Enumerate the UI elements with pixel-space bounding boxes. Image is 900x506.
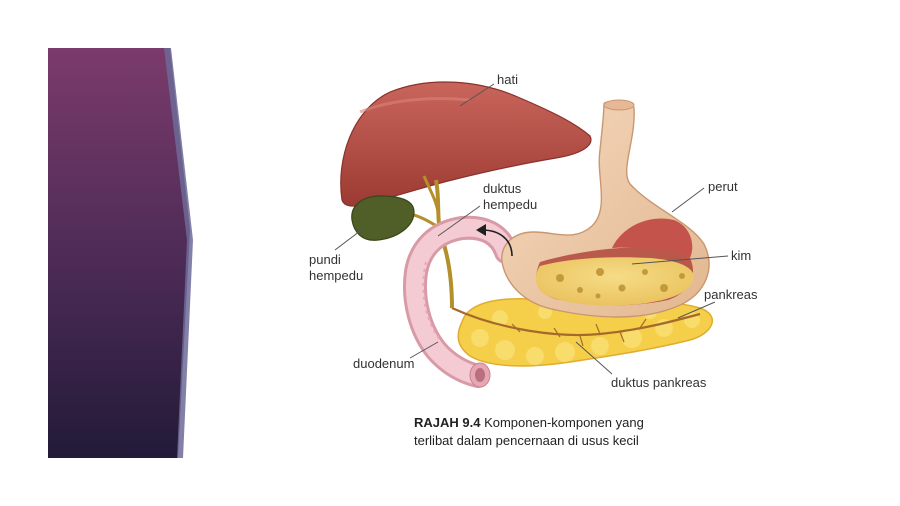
label-duktus-hempedu: duktus hempedu xyxy=(483,181,537,213)
figure-caption: RAJAH 9.4 Komponen-komponen yang terliba… xyxy=(414,414,714,450)
label-kim: kim xyxy=(731,248,752,263)
caption-line1: RAJAH 9.4 Komponen-komponen yang xyxy=(414,414,714,432)
label-duktus-hempedu-line2: hempedu xyxy=(483,197,538,212)
duodenum xyxy=(403,215,518,388)
label-perut: perut xyxy=(708,179,738,194)
label-pundi-hempedu-line2: hempedu xyxy=(309,268,364,283)
label-pankreas: pankreas xyxy=(704,287,758,302)
caption-text-line2: terlibat dalam pencernaan di usus kecil xyxy=(414,433,639,448)
caption-number: RAJAH 9.4 xyxy=(414,415,481,430)
label-hati: hati xyxy=(497,72,518,87)
leader-lines xyxy=(334,83,729,375)
label-duktus-hempedu-line1: duktus xyxy=(483,181,522,196)
label-pundi-hempedu: pundi hempedu xyxy=(309,252,363,284)
arrow-head-icon xyxy=(476,224,486,236)
pancreas xyxy=(457,298,713,367)
caption-text-line1: Komponen-komponen yang xyxy=(480,415,644,430)
chyme xyxy=(535,257,694,306)
flow-arrow xyxy=(481,229,513,257)
gallbladder xyxy=(351,195,415,241)
label-duktus-pankreas: duktus pankreas xyxy=(611,375,707,390)
label-duodenum: duodenum xyxy=(353,356,415,371)
label-pundi-hempedu-line1: pundi xyxy=(309,252,341,267)
